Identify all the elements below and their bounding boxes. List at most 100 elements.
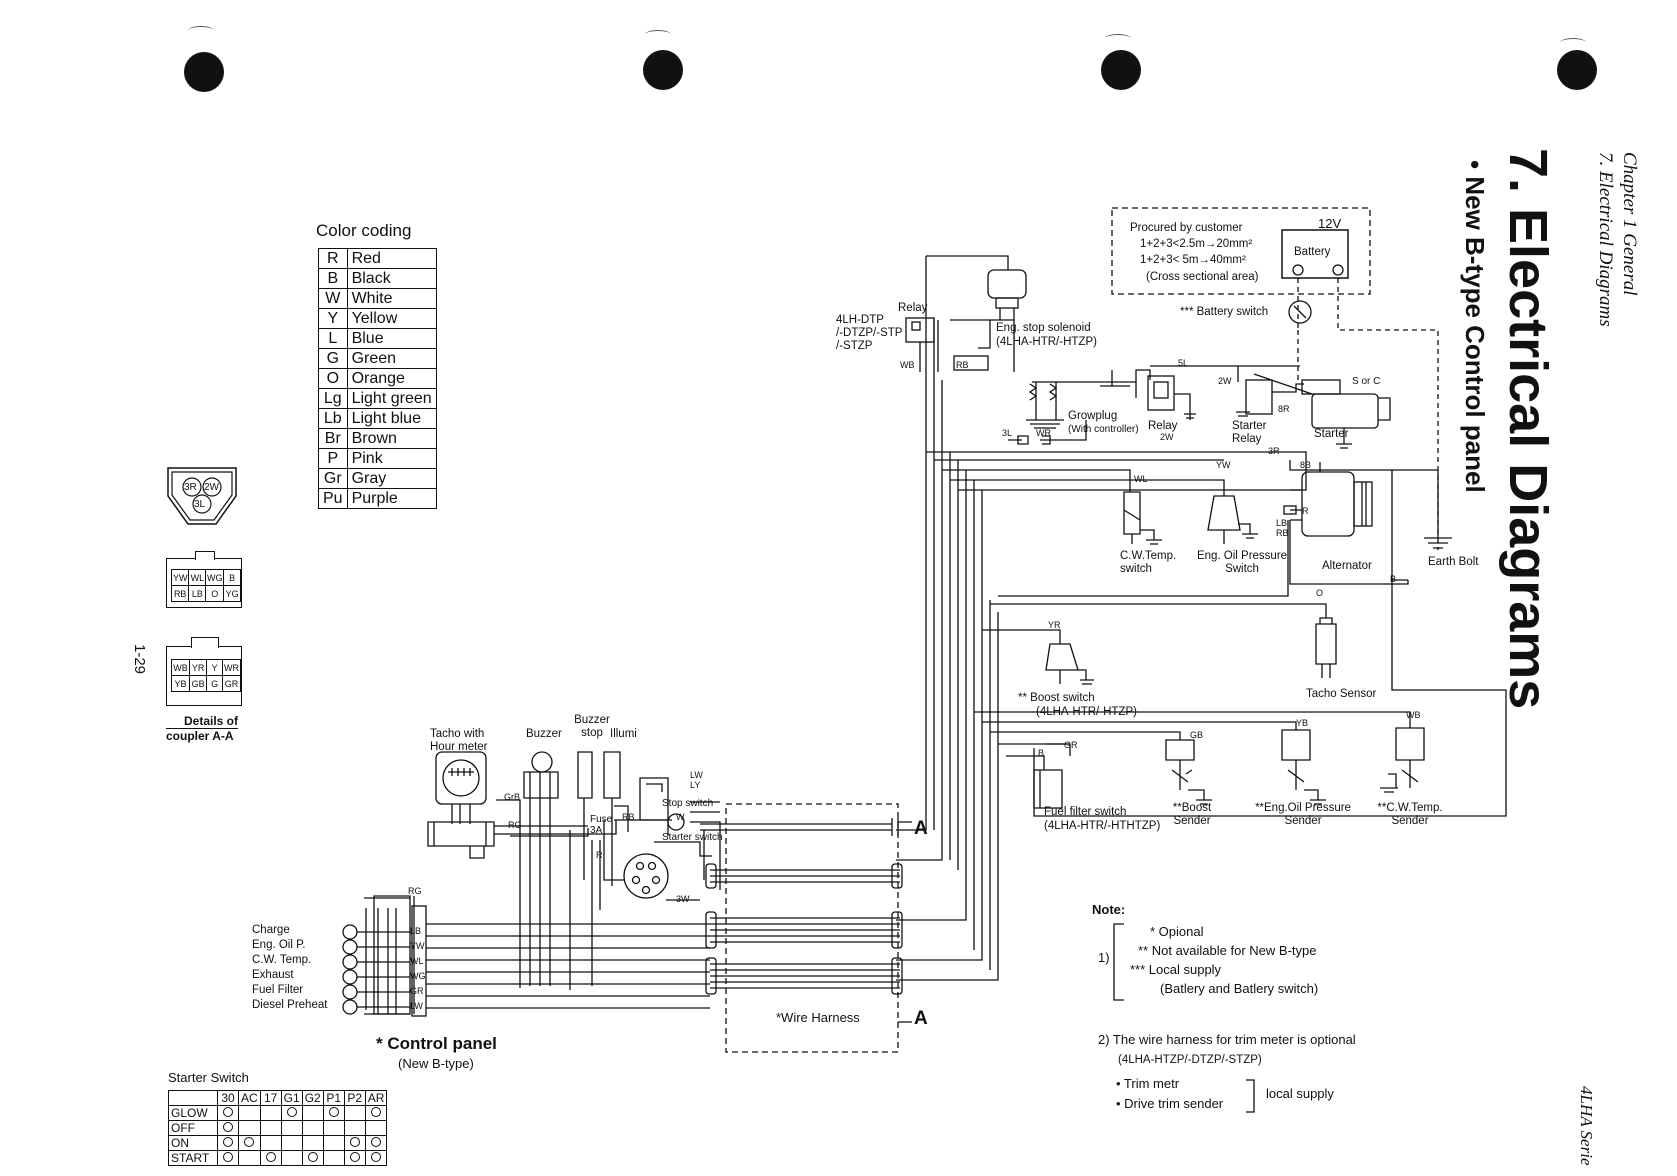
contact-circle [307, 1152, 318, 1162]
contact-circle [286, 1107, 297, 1117]
color-name: Yellow [346, 308, 437, 329]
relay2-label: Relay [1148, 420, 1178, 432]
boost-switch-label: ** Boost switch [1018, 692, 1095, 704]
note-bracket [1113, 923, 1124, 1001]
starter-switch-cell [280, 1135, 303, 1151]
starter-switch-cell [217, 1105, 239, 1121]
wire-color-label: RB [622, 812, 635, 822]
contact-circle [223, 1137, 233, 1147]
wire-harness-label: *Wire Harness [776, 1010, 860, 1025]
starter-switch-cell [280, 1150, 303, 1166]
contact-circle [349, 1137, 360, 1147]
growplug-note: (With controller) [1068, 424, 1139, 435]
starter-switch-row-label: GLOW [168, 1105, 218, 1121]
hole-mark [1105, 34, 1131, 43]
starter-switch-cell [259, 1105, 282, 1121]
eng-stop-solenoid-models: (4LHA-HTR/-HTZP) [996, 336, 1097, 348]
wire-color-label: GR [1064, 740, 1078, 750]
starter-switch-cell [259, 1120, 282, 1136]
starter-switch-column-header [168, 1090, 218, 1106]
wire-color-label: WL [1134, 474, 1148, 484]
starter-label: Starter [1314, 428, 1349, 440]
contact-circle [328, 1107, 339, 1117]
wire-color-label: 3R [1268, 446, 1280, 456]
fuse-label: Fuse 3A [590, 814, 613, 836]
starter-switch-cell [301, 1105, 324, 1121]
coupler-pin: GR [221, 675, 242, 692]
starter-switch-cell [343, 1105, 366, 1121]
illumi-label: Illumi [610, 728, 637, 740]
trim-item: • Trim metr [1116, 1076, 1180, 1091]
contact-circle [371, 1152, 382, 1162]
earth-bolt-label: Earth Bolt [1428, 556, 1479, 568]
color-name: Light green [346, 388, 437, 409]
wire-color-label: 5L [1178, 358, 1189, 368]
coupler-pin: O [205, 585, 225, 602]
starter-switch-cell [280, 1120, 303, 1136]
wire-color-label: 8R [1278, 404, 1290, 414]
tacho-sensor-label: Tacho Sensor [1306, 688, 1377, 700]
relay-model: /-DTZP/-STP [836, 327, 903, 339]
wire-color-label: GR [410, 986, 424, 996]
wire-color-label: WG [410, 971, 426, 981]
wire-color-label: YW [1216, 460, 1231, 470]
wire-color-label: R [596, 850, 603, 860]
starter-relay-label: Starter Relay [1232, 420, 1267, 445]
starter-switch-cell [364, 1120, 388, 1136]
triangle-coupler [167, 467, 237, 525]
relay-model: 4LH-DTP [836, 314, 884, 326]
color-name: Purple [346, 488, 437, 509]
relay-model: /-STZP [836, 340, 873, 352]
battery-spec-line: 1+2+3< 5m→40mm² [1140, 254, 1246, 266]
note-line: ** Not available for New B-type [1138, 943, 1317, 958]
battery-switch-label: *** Battery switch [1180, 306, 1269, 318]
contact-circle [223, 1152, 233, 1162]
coupler-pin: GB [188, 675, 208, 692]
wire-color-label: RB [1276, 528, 1289, 538]
starter-switch-cell [322, 1135, 345, 1151]
color-code: Br [318, 428, 348, 449]
contact-circle [371, 1137, 382, 1147]
contact-circle [244, 1137, 255, 1147]
cw-temp-sender-label: **C.W.Temp. Sender [1377, 802, 1443, 827]
note-line: *** Local supply [1130, 962, 1222, 977]
battery-voltage: 12V [1318, 216, 1342, 231]
starter-switch-cell [322, 1105, 345, 1121]
wire-color-label: GrB [504, 792, 521, 802]
battery-spec-line: 1+2+3<2.5m→20mm² [1140, 238, 1253, 250]
wire-color-label: LB [410, 926, 422, 936]
coupler-pin: B [223, 569, 241, 586]
wire-color-label: B [1038, 748, 1045, 758]
oil-pressure-sender-label: **Eng.Oil Pressure Sender [1255, 802, 1351, 827]
starter-switch-cell [259, 1150, 282, 1166]
indicator-label: C.W. Temp. [252, 954, 312, 966]
starter-switch-cell [238, 1105, 261, 1121]
local-supply-label: local supply [1266, 1086, 1334, 1101]
starter-switch-column-header: P1 [322, 1090, 345, 1106]
starter-switch-cell [343, 1120, 366, 1136]
note-item2: 2) The wire harness for trim meter is op… [1098, 1032, 1356, 1047]
control-panel-subtitle: (New B-type) [398, 1056, 474, 1071]
trim-item: • Drive trim sender [1116, 1096, 1224, 1111]
wire-color-label: LY [690, 780, 701, 790]
note-line: * Opional [1150, 924, 1204, 939]
battery-procured-label: Procured by customer [1130, 222, 1243, 234]
punch-hole [1557, 50, 1597, 90]
punch-hole [643, 50, 683, 90]
wire-color-label: RG [508, 820, 522, 830]
s-or-c-label: S or C [1352, 376, 1381, 387]
starter-switch-cell [322, 1150, 345, 1166]
wire-color-label: LW [410, 1001, 423, 1011]
starter-switch-row-label: OFF [168, 1120, 218, 1136]
starter-switch-column-header: G1 [280, 1090, 303, 1106]
coupler-pin: 3R [184, 482, 197, 493]
contact-circle [371, 1107, 382, 1117]
starter-switch-cell [364, 1105, 388, 1121]
note-item-number: 1) [1098, 950, 1110, 965]
